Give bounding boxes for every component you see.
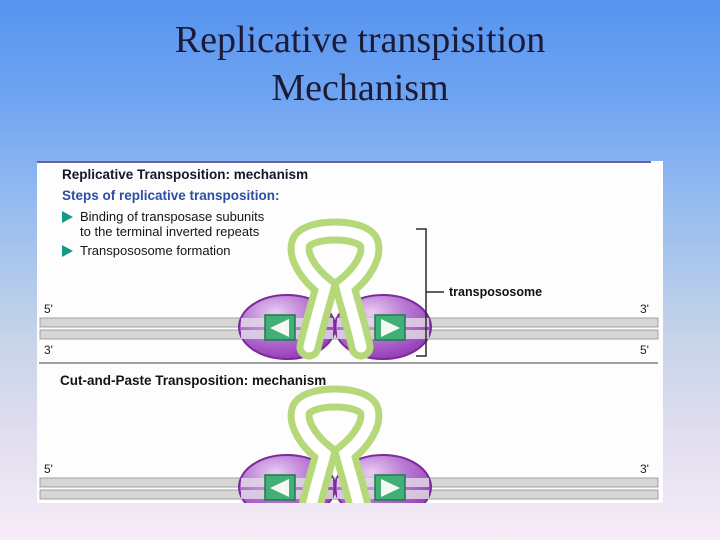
bullet-1-text-line2: to the terminal inverted repeats (80, 224, 260, 239)
transpososome-bracket (416, 228, 444, 357)
slide-title-line2: Mechanism (271, 67, 449, 109)
figure-top-rule (37, 161, 651, 163)
transpososome-label: transpososome (449, 285, 542, 299)
section1-heading: Replicative Transposition: mechanism (62, 167, 309, 182)
bullet-item-2: Transpososome formation (62, 243, 231, 258)
section2-heading: Cut-and-Paste Transposition: mechanism (60, 373, 327, 388)
dna-end-label: 3' (640, 302, 649, 316)
bullet-arrow-icon (62, 244, 73, 257)
repeat-arrow-right-icon (381, 479, 400, 497)
bullet-2-text: Transpososome formation (80, 243, 231, 258)
dna-end-label: 3' (44, 343, 53, 357)
repeat-arrow-left-icon (270, 319, 289, 337)
slide-title-line1: Replicative transpisition (174, 19, 546, 61)
dna-end-label: 5' (44, 462, 53, 476)
cut-and-paste-diagram: 5' 3' (39, 385, 659, 503)
transposition-diagram: transpososome 5' 3' 3' 5' (39, 218, 659, 503)
repeat-arrow-right-icon (381, 319, 400, 337)
slide-title: Replicative transpisition Mechanism (0, 16, 720, 112)
bullet-item-1: Binding of transposase subunits (62, 209, 264, 224)
bullet-1-text: Binding of transposase subunits (80, 209, 265, 224)
replicative-diagram: transpososome 5' 3' 3' 5' (39, 218, 659, 360)
dna-end-label: 5' (640, 343, 649, 357)
repeat-arrow-left-icon (270, 479, 289, 497)
transposon-loop (287, 218, 383, 360)
bullet-arrow-icon (62, 210, 73, 223)
dna-end-label: 3' (640, 462, 649, 476)
transposon-loop (287, 385, 383, 503)
mechanism-figure: Replicative Transposition: mechanism Ste… (37, 161, 663, 503)
section1-subheading: Steps of replicative transposition: (62, 188, 280, 203)
dna-end-label: 5' (44, 302, 53, 316)
